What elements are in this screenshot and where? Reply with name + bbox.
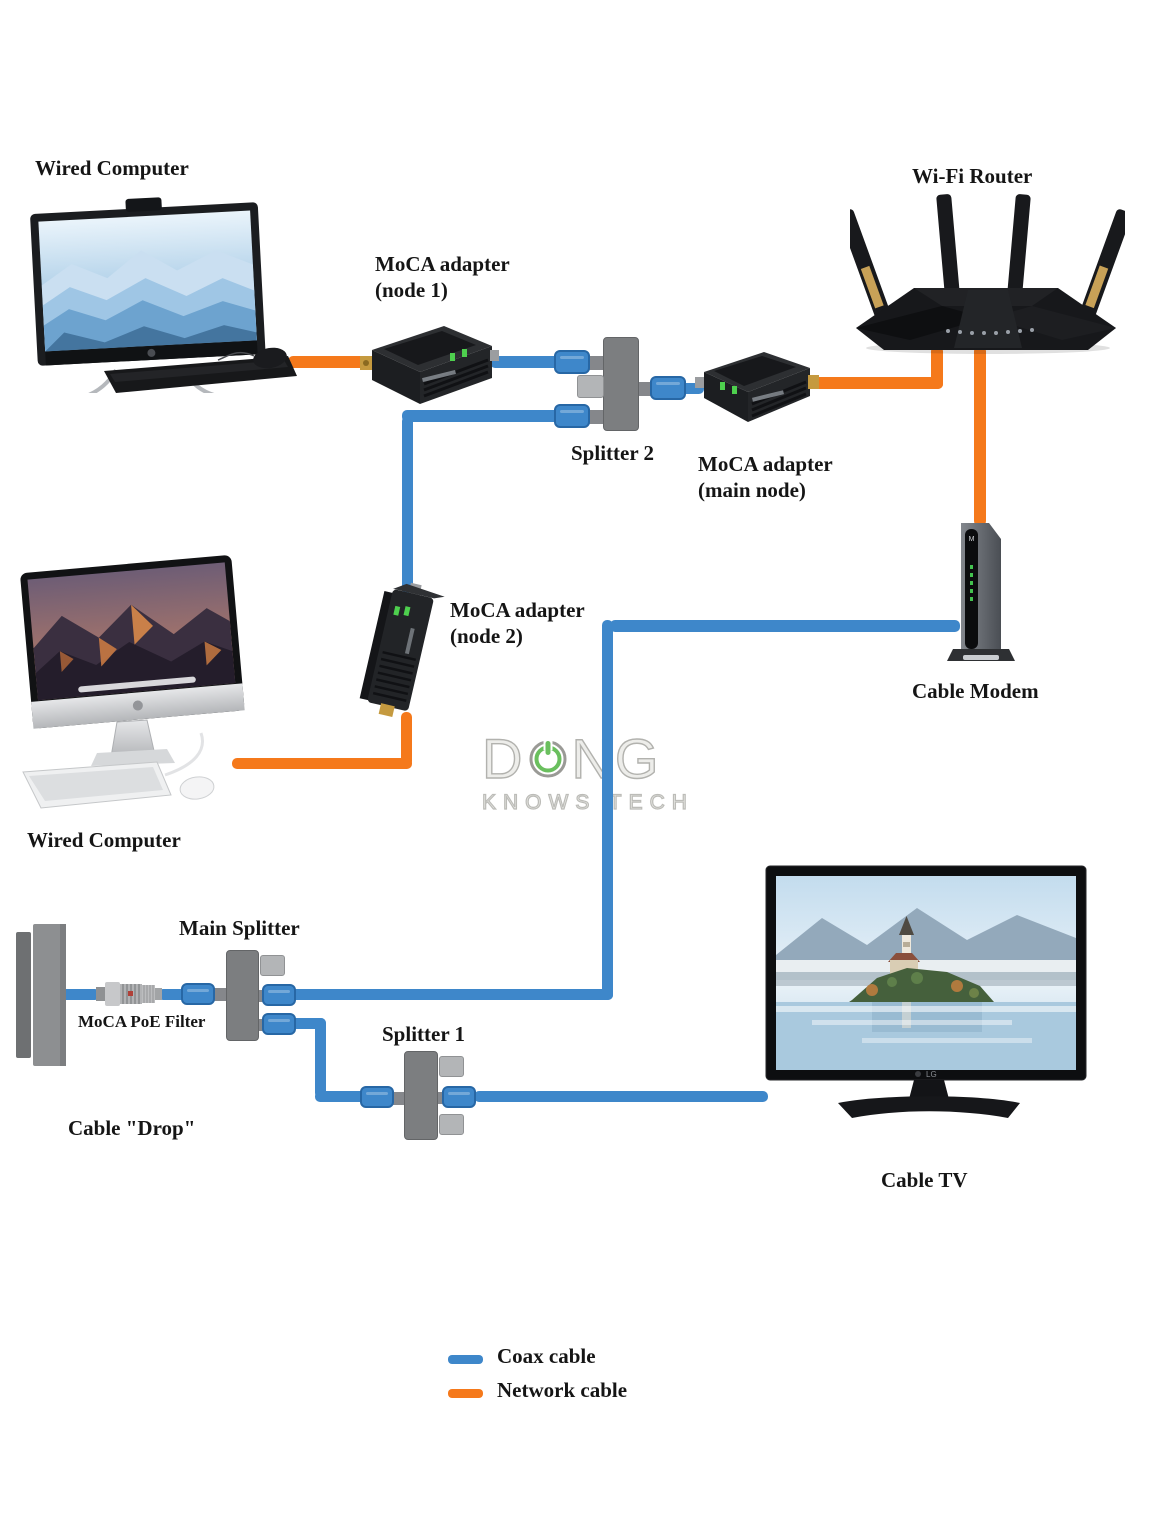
splitter2-body xyxy=(603,337,639,431)
status-led xyxy=(462,349,467,357)
mainsplitter-body xyxy=(226,950,259,1041)
splitter2-port-stub-top xyxy=(586,356,604,370)
wired-computer-bottom-illustration xyxy=(20,555,245,809)
watermark-logo: D NG KNOWS TECH xyxy=(481,727,694,815)
splitter2-input-plug xyxy=(577,375,604,398)
label-cable-tv: Cable TV xyxy=(881,1168,968,1192)
network-cable-mainnode-to-router-vertical xyxy=(931,346,943,389)
network-cable-mainnode-to-router-horizontal xyxy=(812,377,943,389)
label-wired-computer-bottom: Wired Computer xyxy=(27,828,181,852)
network-cable-node2-to-computer2-vertical xyxy=(401,712,412,766)
cable-tv-illustration: LG xyxy=(765,865,1087,1118)
cable-modem-illustration: M xyxy=(947,523,1015,661)
watermark-brand: D NG xyxy=(481,727,694,790)
status-led xyxy=(403,606,411,617)
ethernet-port xyxy=(378,703,395,718)
mainsplitter-port-stub-left xyxy=(212,988,228,1001)
splitter1-unused-plug-top xyxy=(439,1056,464,1077)
coax-cable-mainsplitter-to-modem-run xyxy=(290,989,613,1000)
mouse xyxy=(179,776,215,800)
label-moca-node1: MoCA adapter (node 1) xyxy=(375,252,510,302)
mainsplitter-coax-plug-right2 xyxy=(262,1013,296,1035)
splitter1-body xyxy=(404,1051,438,1140)
splitter2-port-stub-bottom xyxy=(586,410,604,424)
coax-connector xyxy=(695,377,704,388)
coax-cable-splitter2-to-node2-vertical xyxy=(402,416,413,594)
splitter2-coax-plug-top xyxy=(554,350,590,374)
coax-cable-mainsplitter-to-splitter1-c xyxy=(315,1091,365,1102)
mouse xyxy=(253,347,287,369)
moca-adapter-node2-illustration xyxy=(359,582,445,718)
coax-cable-splitter2-to-mainnode xyxy=(680,383,704,394)
splitter2-coax-plug-bottom xyxy=(554,404,590,428)
label-moca-main: MoCA adapter (main node) xyxy=(698,452,833,502)
label-moca-poe-filter: MoCA PoE Filter xyxy=(78,1012,206,1031)
moca-adapter-node1-illustration xyxy=(360,326,499,404)
splitter1-coax-plug-left xyxy=(360,1086,394,1108)
mainsplitter-coax-plug-left xyxy=(181,983,215,1005)
splitter2-coax-plug-right xyxy=(650,376,686,400)
watermark-tagline: KNOWS TECH xyxy=(481,790,694,814)
status-led xyxy=(393,605,401,616)
coax-cable-mainsplitter-to-splitter1-b xyxy=(315,1018,326,1098)
watermark-brand-suffix: NG xyxy=(571,727,662,790)
label-splitter2: Splitter 2 xyxy=(571,441,655,465)
watermark-brand-prefix: D xyxy=(481,727,526,790)
antenna xyxy=(936,194,961,313)
label-main-splitter: Main Splitter xyxy=(179,916,300,940)
network-cable-node2-to-computer2-horizontal xyxy=(232,758,412,769)
webcam xyxy=(125,197,162,212)
wifi-router-illustration xyxy=(850,194,1125,354)
coax-cable-splitter1-to-tv xyxy=(474,1091,768,1102)
coax-cable-splitter2-to-node2-horizontal xyxy=(402,410,562,422)
label-wifi-router: Wi-Fi Router xyxy=(912,164,1033,188)
wired-computer-top-illustration xyxy=(30,197,297,393)
label-wired-computer-top: Wired Computer xyxy=(35,156,189,180)
coax-cable-mainsplitter-to-splitter1-a xyxy=(290,1018,326,1029)
cable-drop-illustration xyxy=(16,924,66,1066)
antenna xyxy=(1006,194,1031,313)
label-cable-modem: Cable Modem xyxy=(912,679,1039,703)
coax-cable-filter-to-mainsplitter xyxy=(158,989,186,1000)
moca-poe-filter-illustration xyxy=(96,982,162,1006)
tv-logo: LG xyxy=(926,1070,937,1079)
status-led xyxy=(732,386,737,394)
splitter1-port-stub-left xyxy=(390,1092,406,1105)
legend-coax-swatch xyxy=(448,1355,483,1364)
mainsplitter-unused-plug xyxy=(260,955,285,976)
coax-cable-node1-to-splitter2 xyxy=(490,356,560,368)
label-cable-drop: Cable "Drop" xyxy=(68,1116,196,1140)
mainsplitter-coax-plug-right1 xyxy=(262,984,296,1006)
modem-logo: M xyxy=(969,536,975,543)
splitter1-coax-plug-right xyxy=(442,1086,476,1108)
ethernet-port xyxy=(808,375,819,389)
network-cable-router-to-modem xyxy=(974,346,986,526)
coax-cable-drop-to-filter xyxy=(54,989,100,1000)
splitter1-unused-plug-bottom xyxy=(439,1114,464,1135)
label-splitter1: Splitter 1 xyxy=(382,1022,466,1046)
moca-adapter-main-illustration xyxy=(695,352,819,422)
status-led xyxy=(720,382,725,390)
power-button-icon xyxy=(529,738,567,778)
legend-network-label: Network cable xyxy=(497,1378,628,1402)
coax-cable-modem-vertical xyxy=(602,620,613,1000)
label-moca-node2: MoCA adapter (node 2) xyxy=(450,598,585,648)
legend-coax-label: Coax cable xyxy=(497,1344,596,1368)
coax-connector xyxy=(490,350,499,361)
status-led xyxy=(450,353,455,361)
network-cable-computer1-to-node1 xyxy=(288,356,366,368)
coax-cable-modem-horizontal xyxy=(610,620,960,632)
legend-network-swatch xyxy=(448,1389,483,1398)
splitter2-port-stub-right xyxy=(639,382,653,396)
